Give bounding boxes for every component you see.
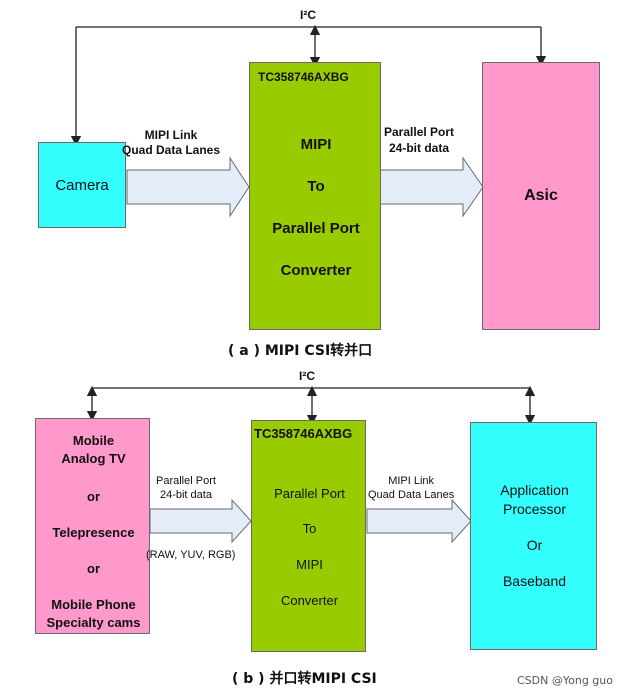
parallel-port-arrow-b xyxy=(149,498,252,544)
source-line-analog-tv: Analog TV xyxy=(61,451,126,466)
chip-line-mipi: MIPI xyxy=(300,136,332,153)
bit-data-line-b: 24-bit data xyxy=(159,489,212,501)
dest-line-application: Application xyxy=(500,482,569,498)
mipi-link-line: MIPI Link xyxy=(144,128,198,142)
quad-lanes-line: Quad Data Lanes xyxy=(122,143,221,157)
chip-title-a: TC358746AXBG xyxy=(258,70,349,84)
chip-line-parallel: Parallel Port xyxy=(272,220,360,237)
chip-b-line-to: To xyxy=(302,521,317,536)
camera-label: Camera xyxy=(55,176,109,194)
bridge-chip-b: TC358746AXBG Parallel Port To MIPI Conve… xyxy=(251,420,366,652)
dest-line-or: Or xyxy=(526,537,543,553)
i2c-label-b: I²C xyxy=(299,369,315,383)
mipi-link-arrow-a xyxy=(126,156,250,218)
source-line-or-2: or xyxy=(87,561,100,576)
quad-lanes-line-b: Quad Data Lanes xyxy=(368,489,455,501)
source-line-specialty-cams: Specialty cams xyxy=(46,615,141,630)
parallel-port-line-b: Parallel Port xyxy=(156,475,216,487)
asic-label: Asic xyxy=(524,187,558,204)
mipi-link-label-b: MIPI Link Quad Data Lanes xyxy=(368,474,454,502)
bit-data-line: 24-bit data xyxy=(389,141,450,155)
chip-line-converter: Converter xyxy=(280,262,352,279)
source-line-or-1: or xyxy=(87,489,100,504)
dest-line-baseband: Baseband xyxy=(502,573,567,589)
chip-title-b: TC358746AXBG xyxy=(254,426,353,441)
application-processor-block: Application Processor Or Baseband xyxy=(470,422,597,650)
parallel-port-label-a: Parallel Port 24-bit data xyxy=(384,124,454,156)
mipi-link-label-a: MIPI Link Quad Data Lanes xyxy=(122,128,220,158)
mipi-link-line-b: MIPI Link xyxy=(388,475,435,487)
format-label-b: (RAW, YUV, RGB) xyxy=(146,549,236,561)
caption-b: ( b ) 并口转MIPI CSI xyxy=(232,671,377,687)
dest-line-processor: Processor xyxy=(502,501,567,517)
watermark: CSDN @Yong guo xyxy=(517,674,613,687)
chip-b-line-parallel: Parallel Port xyxy=(274,486,345,501)
i2c-bus-a xyxy=(70,24,547,147)
i2c-bus-b xyxy=(86,385,536,426)
video-source-block: Mobile Analog TV or Telepresence or Mobi… xyxy=(35,418,150,634)
parallel-port-line: Parallel Port xyxy=(384,125,455,139)
chip-b-line-mipi: MIPI xyxy=(296,557,323,572)
parallel-port-label-b: Parallel Port 24-bit data xyxy=(156,474,216,502)
bridge-chip-a: TC358746AXBG MIPI To Parallel Port Conve… xyxy=(249,62,381,330)
chip-line-to: To xyxy=(307,178,325,195)
source-line-mobile-phone: Mobile Phone xyxy=(51,597,136,612)
source-line-mobile: Mobile xyxy=(72,433,115,448)
source-line-telepresence: Telepresence xyxy=(52,525,135,540)
parallel-port-arrow-a xyxy=(379,156,484,218)
chip-b-line-converter: Converter xyxy=(280,593,339,608)
camera-block: Camera xyxy=(38,142,126,228)
mipi-link-arrow-b xyxy=(366,498,472,544)
asic-block: Asic xyxy=(482,62,600,330)
caption-a: ( a ) MIPI CSI转并口 xyxy=(228,343,373,359)
i2c-label-a: I²C xyxy=(300,8,316,22)
